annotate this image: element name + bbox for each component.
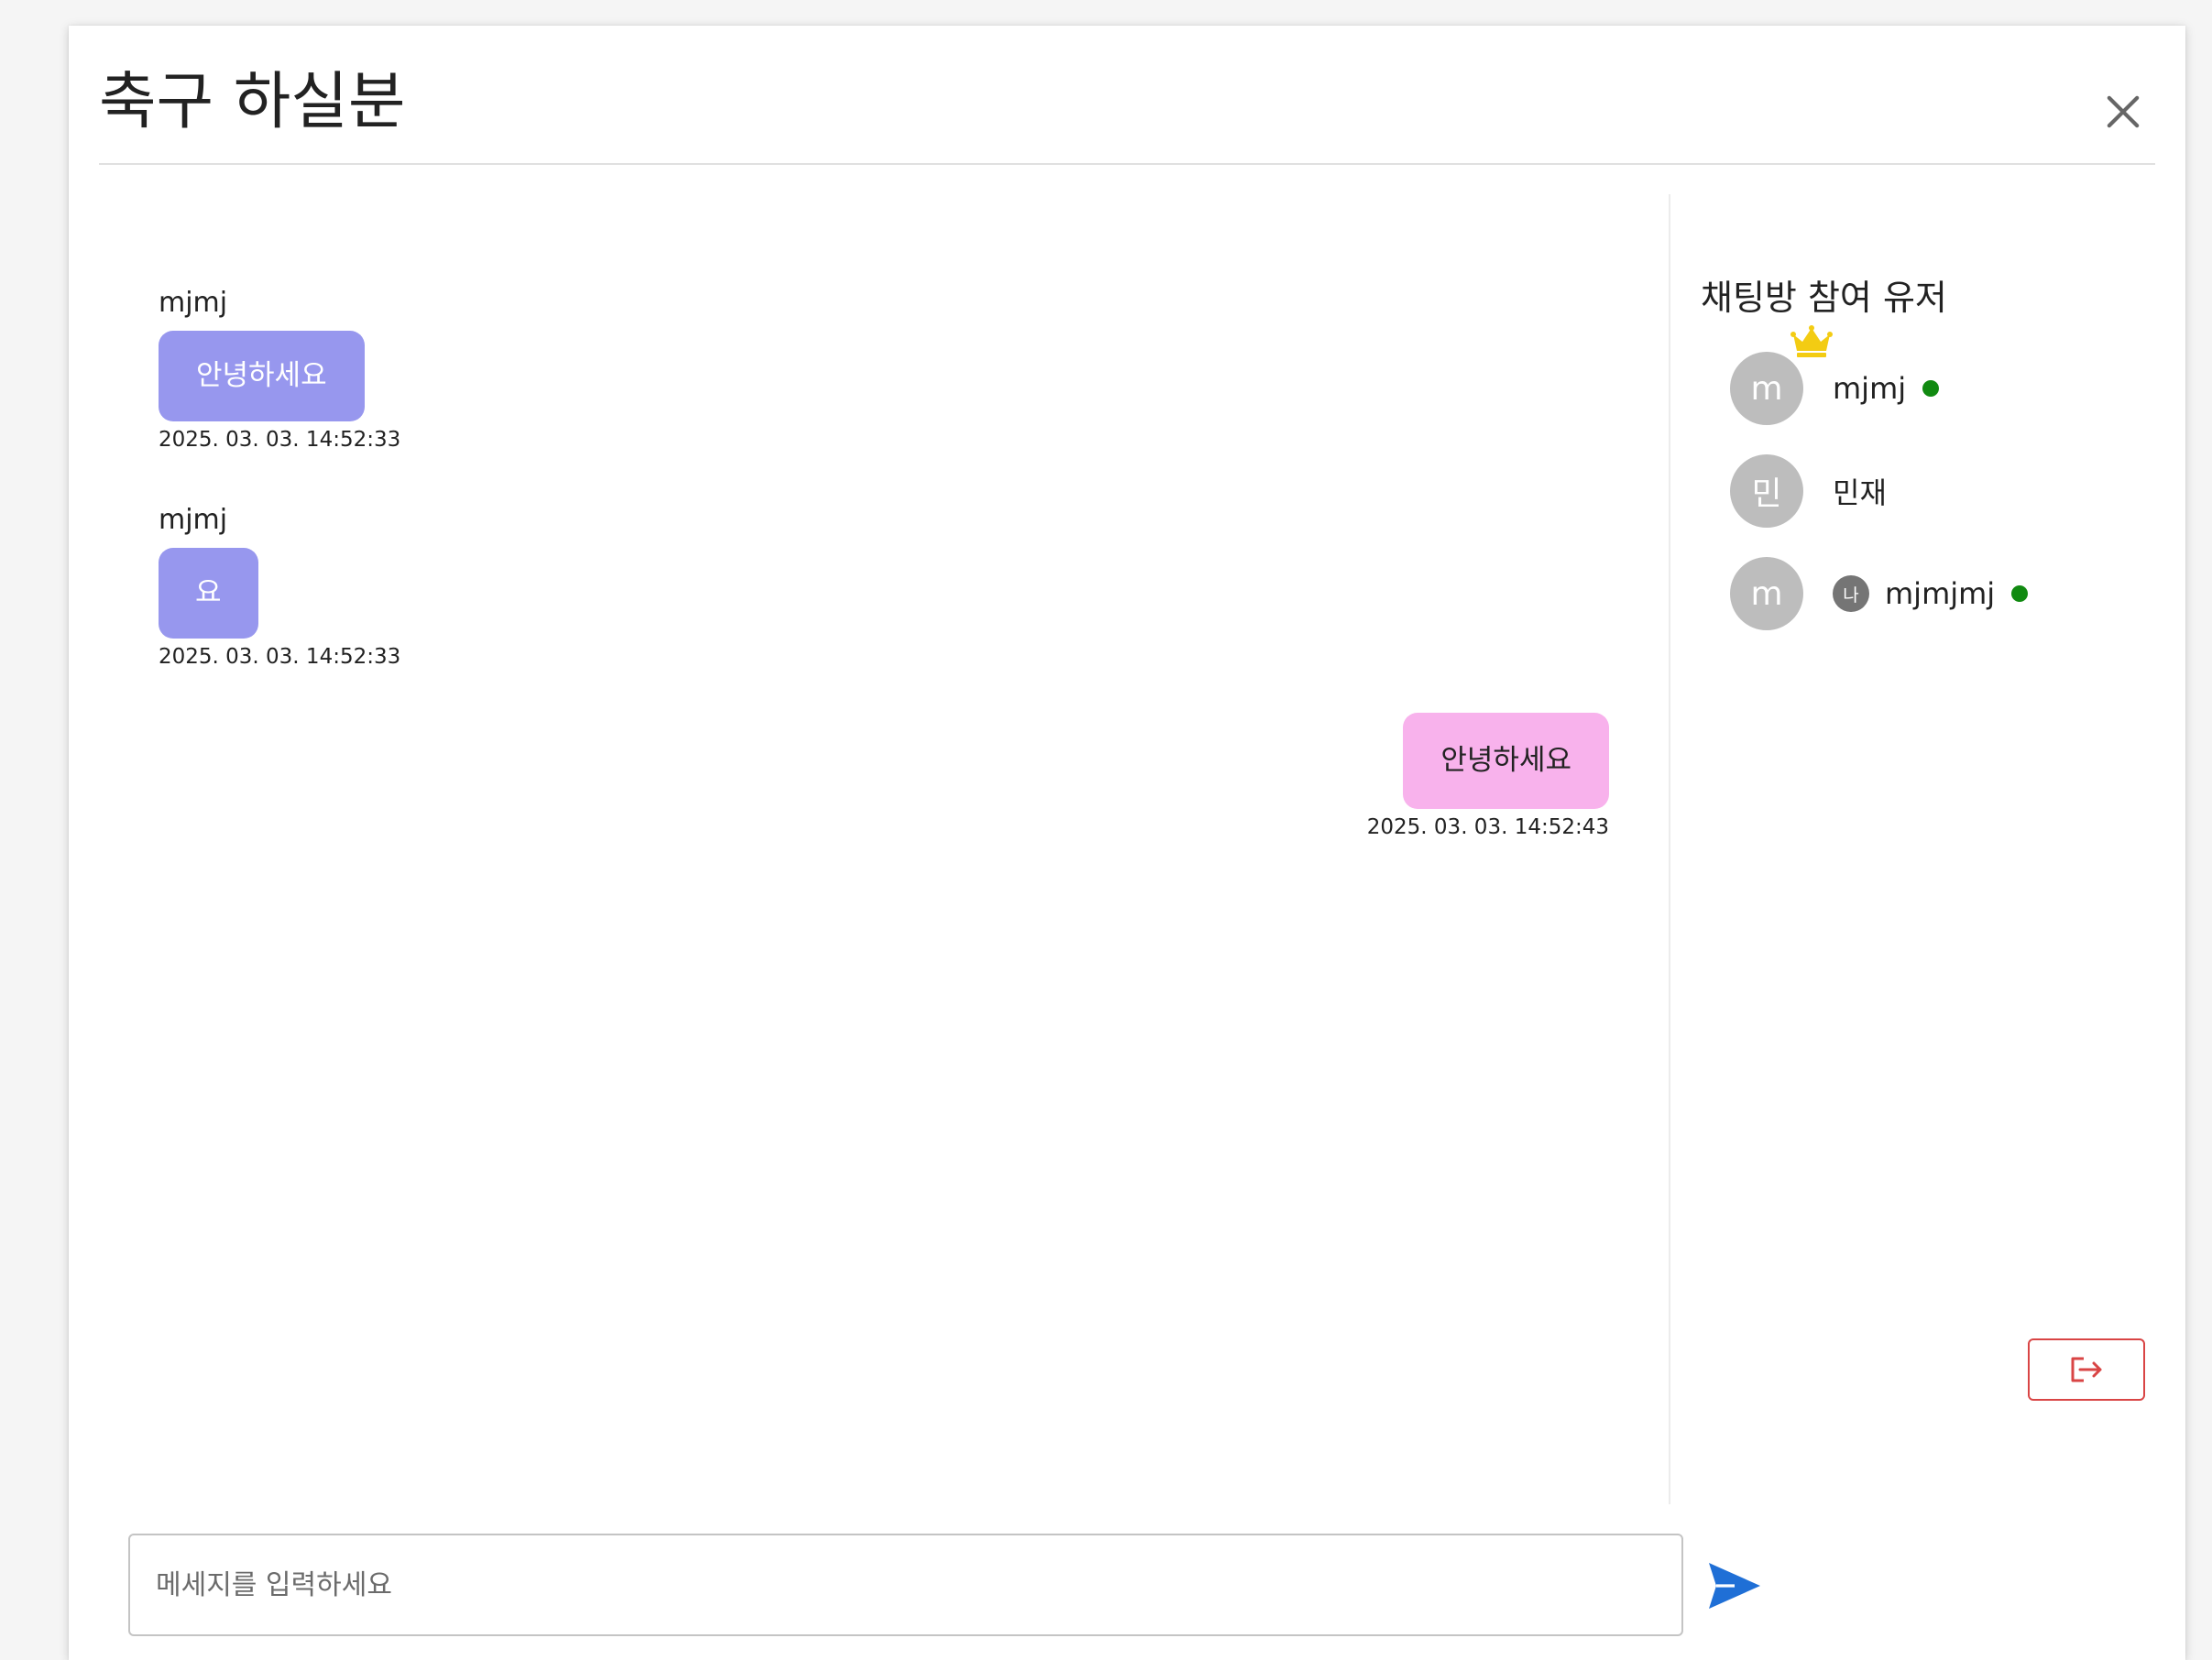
avatar-letter: 민: [1751, 475, 1782, 513]
chat-room-dialog: 축구 하실분 mjmj 안녕하세요 2025. 03. 03. 14:52:33…: [69, 26, 2185, 1660]
message-sender: mjmj: [159, 504, 228, 536]
participant-item: 민 민재: [1730, 454, 1887, 528]
message-item: mjmj 요 2025. 03. 03. 14:52:33: [159, 507, 400, 668]
message-item-mine: 안녕하세요 2025. 03. 03. 14:52:43: [1367, 713, 1609, 838]
participant-name: mjmjmj: [1885, 576, 1996, 611]
participant-item-me: m 나 mjmjmj: [1730, 557, 2029, 630]
message-bubble: 요: [159, 548, 258, 639]
logout-icon: [2071, 1357, 2102, 1382]
leave-room-button[interactable]: [2028, 1338, 2145, 1401]
dialog-title: 축구 하실분: [99, 66, 406, 138]
participants-panel: 채팅방 참여 유저 m mjmj 민: [1670, 194, 2155, 1504]
avatar-letter: m: [1750, 369, 1783, 408]
send-icon: [1709, 1563, 1760, 1609]
crown-icon: [1790, 325, 1833, 357]
message-time: 2025. 03. 03. 14:52:33: [159, 645, 401, 669]
message-item: mjmj 안녕하세요 2025. 03. 03. 14:52:33: [159, 289, 400, 451]
message-sender: mjmj: [159, 287, 228, 319]
avatar-letter: m: [1750, 574, 1783, 613]
message-input[interactable]: [130, 1535, 1681, 1634]
me-badge: 나: [1833, 575, 1869, 612]
avatar: 민: [1730, 454, 1803, 528]
online-status-dot: [2011, 585, 2029, 602]
message-bubble: 안녕하세요: [159, 331, 365, 421]
message-time: 2025. 03. 03. 14:52:43: [1366, 815, 1609, 839]
dialog-content: mjmj 안녕하세요 2025. 03. 03. 14:52:33 mjmj 요…: [99, 194, 2155, 1504]
participant-name: 민재: [1833, 475, 1887, 510]
online-status-dot: [1922, 380, 1940, 397]
participants-title: 채팅방 참여 유저: [1701, 278, 1947, 318]
avatar: m: [1730, 325, 1833, 425]
message-input-wrapper: [128, 1534, 1683, 1636]
avatar: m: [1730, 557, 1803, 630]
message-list[interactable]: mjmj 안녕하세요 2025. 03. 03. 14:52:33 mjmj 요…: [99, 194, 1670, 1504]
send-button[interactable]: [1707, 1561, 1762, 1611]
close-button[interactable]: [2097, 86, 2149, 137]
title-divider: [99, 163, 2155, 165]
participant-item: m mjmj: [1730, 325, 1940, 425]
participant-name: mjmj: [1833, 371, 1907, 406]
close-icon: [2107, 95, 2140, 128]
message-time: 2025. 03. 03. 14:52:33: [159, 428, 401, 452]
message-bubble: 안녕하세요: [1403, 713, 1609, 809]
